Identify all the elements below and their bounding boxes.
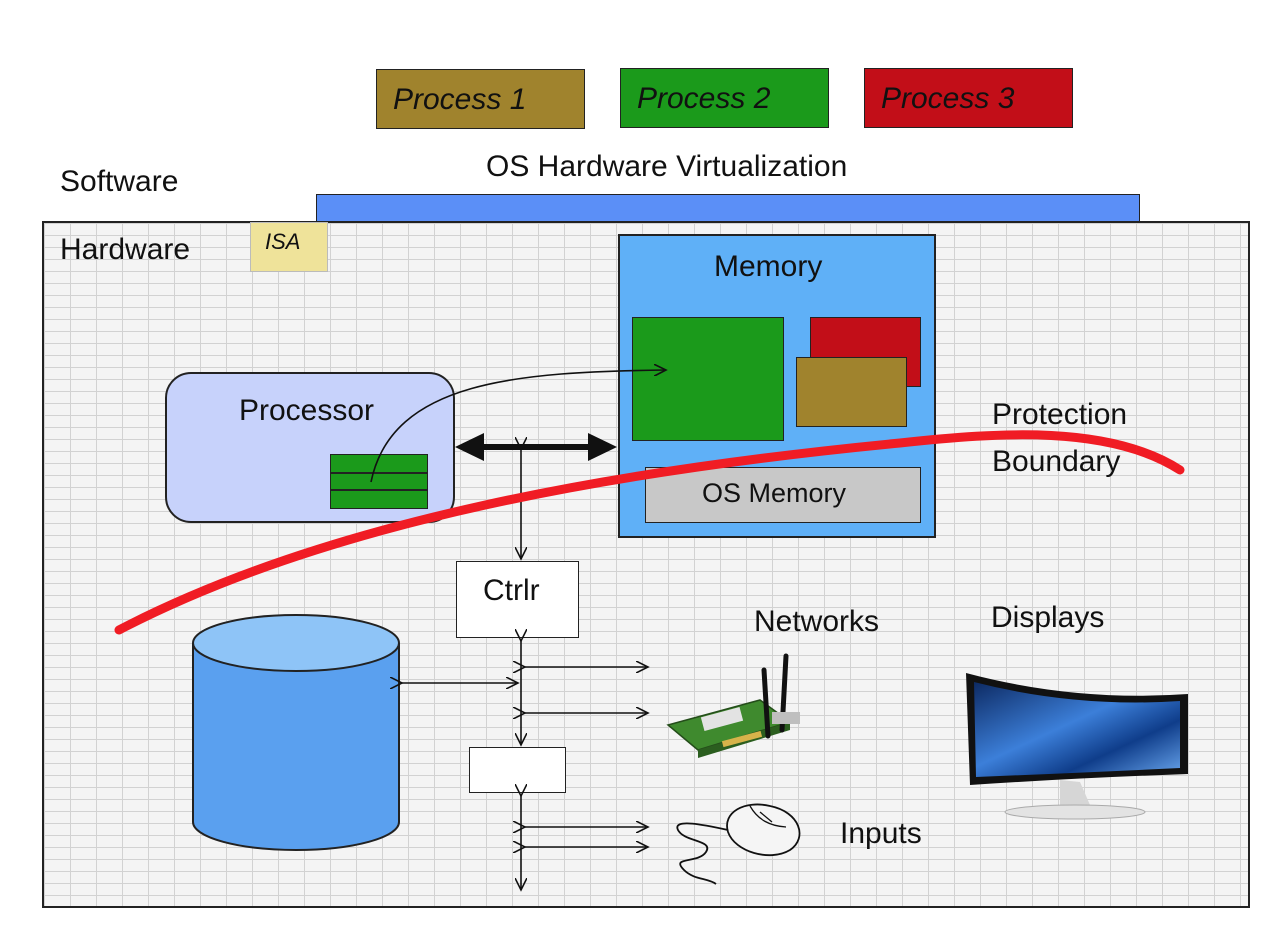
hardware-label: Hardware (60, 233, 191, 266)
os-memory-block: OS Memory (645, 467, 921, 523)
network-card-icon (666, 653, 800, 758)
system-bus-arrow (455, 433, 617, 461)
mouse-icon (676, 803, 801, 885)
processor-memory-arrow (370, 370, 666, 483)
process-2-box: Process 2 (620, 68, 829, 128)
boundary-label: Boundary (992, 445, 1121, 478)
process-3-box: Process 3 (864, 68, 1073, 128)
inputs-label: Inputs (840, 817, 922, 850)
virtualization-bar (316, 194, 1140, 222)
storage-cylinder (192, 614, 400, 851)
ctrlr-label: Ctrlr (483, 574, 540, 607)
networks-label: Networks (754, 605, 880, 638)
memory-process-2 (632, 317, 784, 441)
ctrlr-box: Ctrlr (456, 561, 579, 638)
process-1-label: Process 1 (393, 83, 527, 116)
software-label: Software (60, 165, 179, 198)
processor-registers (330, 454, 428, 509)
os-memory-label: OS Memory (702, 478, 847, 508)
process-3-label: Process 3 (881, 82, 1015, 115)
processor-label: Processor (239, 394, 375, 427)
displays-label: Displays (991, 601, 1105, 634)
memory-label: Memory (714, 250, 823, 283)
process-1-box: Process 1 (376, 69, 585, 129)
isa-badge: ISA (250, 222, 328, 272)
protection-boundary-curve (114, 430, 1185, 635)
monitor-icon (966, 673, 1188, 820)
virtualization-label: OS Hardware Virtualization (486, 150, 848, 183)
process-2-label: Process 2 (637, 82, 771, 115)
memory-process-1 (796, 357, 907, 427)
protection-label: Protection (992, 398, 1128, 431)
isa-label: ISA (265, 229, 301, 254)
